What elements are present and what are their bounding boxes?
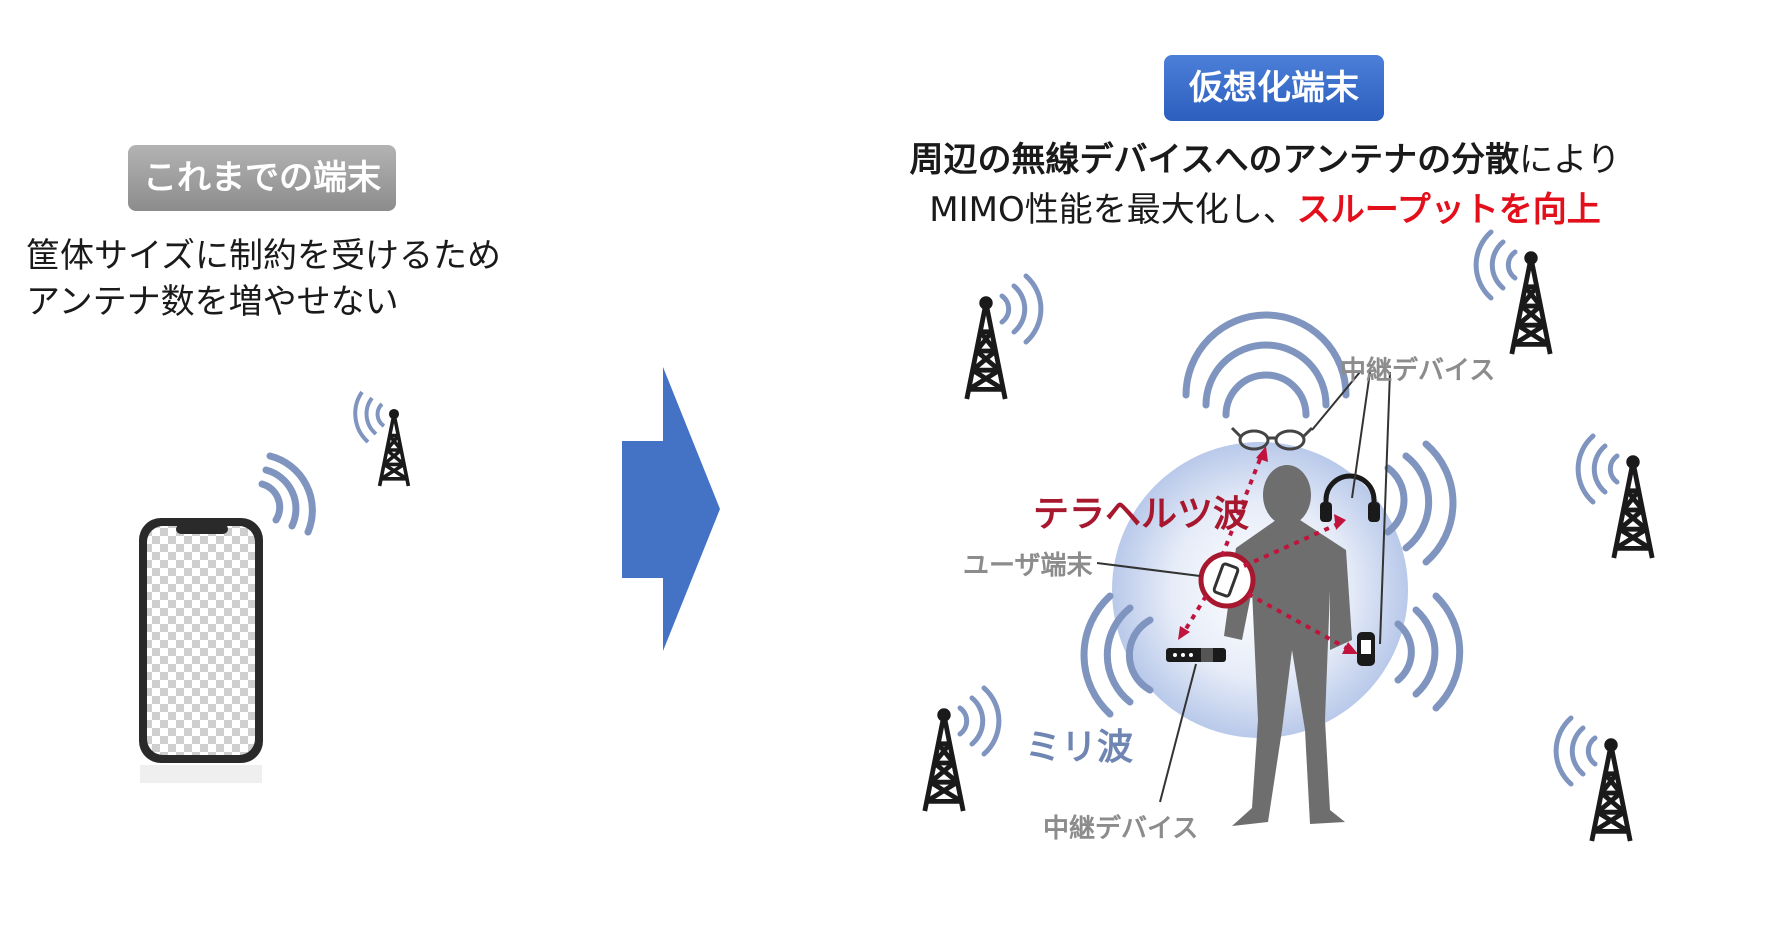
virtualized-terminal-badge: 仮想化端末 [1164,55,1384,121]
terahertz-label: テラヘルツ波 [1033,494,1250,535]
legacy-terminal-description: 筐体サイズに制約を受けるため アンテナ数を増やせない [26,233,501,325]
watch-icon [1357,632,1375,666]
cell-tower-icon [967,296,1005,399]
cell-tower-icon [1592,738,1630,841]
headline-highlight: スループットを向上 [1296,190,1601,230]
right-arrow-icon [622,367,720,651]
headline-line-2: MIMO性能を最大化し、スループットを向上 [880,185,1650,235]
headline-suffix: により [1519,140,1621,180]
user-terminal-icon [1198,551,1256,609]
headphones-icon [1320,473,1380,522]
headline-line-1: 周辺の無線デバイスへのアンテナの分散により [880,135,1650,185]
relay-device-label-bottom: 中継デバイス [1043,814,1199,844]
cell-tower-icon [1512,251,1550,354]
description-line-2: アンテナ数を増やせない [26,282,399,322]
person-silhouette-icon [1224,465,1352,826]
millimeter-wave-label: ミリ波 [1025,727,1134,768]
relay-device-label-top: 中継デバイス [1340,356,1496,386]
leader-lines [1096,371,1391,803]
user-terminal-label: ユーザ端末 [963,551,1093,581]
belt-icon [1166,648,1226,662]
terahertz-links [1182,453,1351,652]
signal-waves-icon [1080,311,1464,718]
cell-tower-icon [1614,455,1652,558]
signal-waves-icon [258,452,316,536]
arrowheads [1178,446,1358,654]
signal-waves-icon [353,390,386,444]
headline-bold: 周辺の無線デバイスへのアンテナの分散 [909,140,1520,180]
cell-tower-icon [925,708,963,811]
headline-line2-prefix: MIMO性能を最大化し、 [929,190,1297,230]
cell-tower-icon [377,407,411,488]
legacy-terminal-badge: これまでの端末 [128,145,396,211]
virtualized-terminal-headline: 周辺の無線デバイスへのアンテナの分散により MIMO性能を最大化し、スループット… [880,135,1650,235]
description-line-1: 筐体サイズに制約を受けるため [26,236,501,276]
signal-waves-icon [957,229,1620,787]
smartphone-icon [139,518,263,783]
glasses-icon [1230,426,1314,451]
